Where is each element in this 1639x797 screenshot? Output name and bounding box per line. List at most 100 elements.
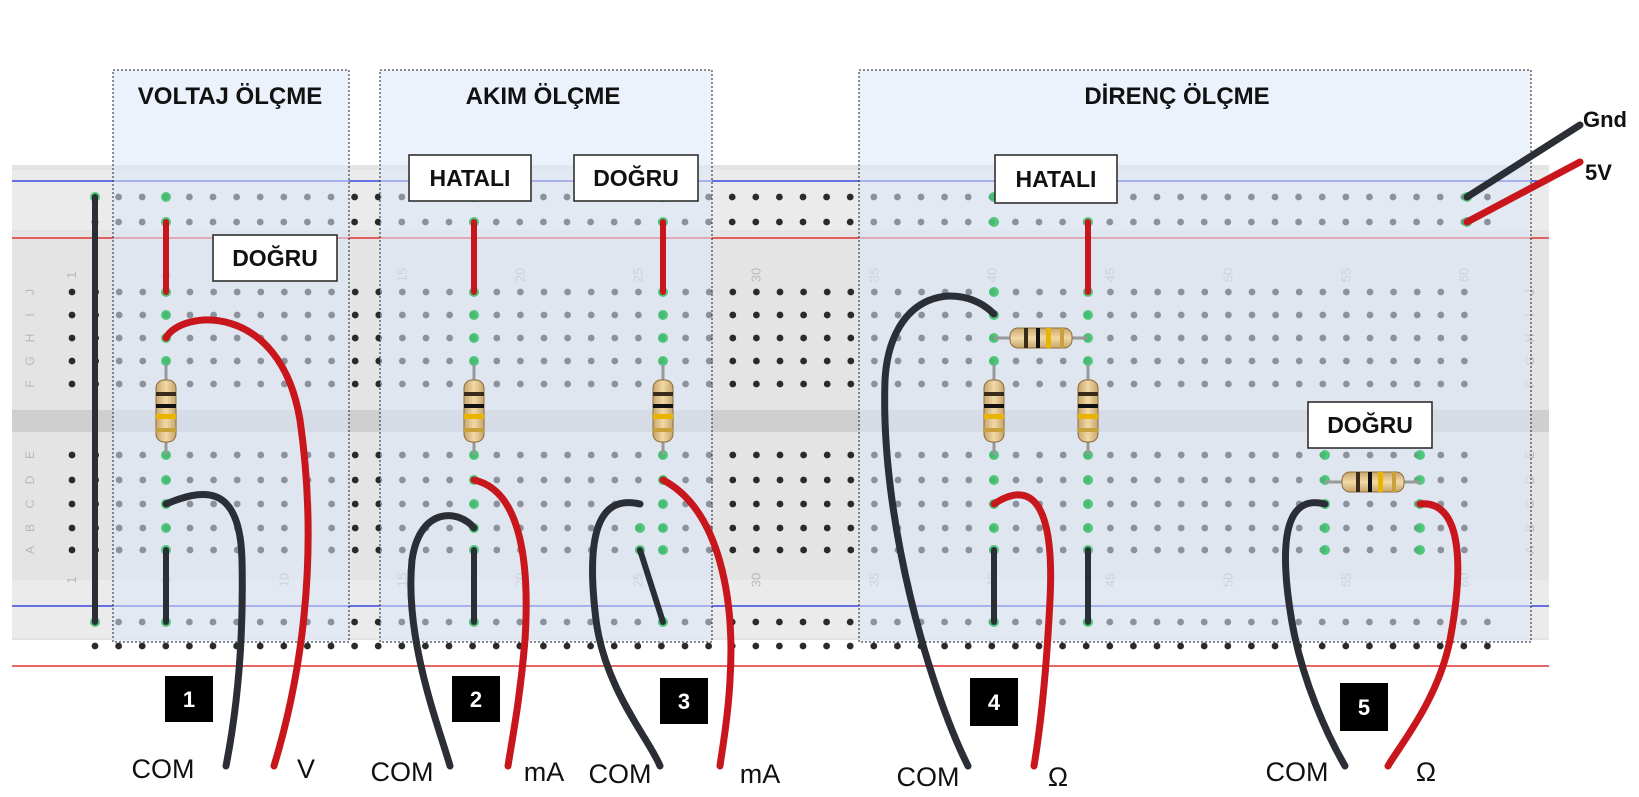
rail-hole xyxy=(776,642,783,650)
resistor-4a xyxy=(983,365,1005,455)
hole xyxy=(753,451,760,459)
section-voltage-title: VOLTAJ ÖLÇME xyxy=(138,83,322,110)
rail-hole xyxy=(327,642,335,650)
resistor-5-horizontal xyxy=(1325,471,1420,493)
rail-hole xyxy=(469,642,476,650)
hole xyxy=(729,311,737,319)
connected-hole xyxy=(1320,523,1330,533)
hole xyxy=(351,500,359,508)
rail-hole xyxy=(91,642,99,650)
hole xyxy=(753,357,760,365)
hole xyxy=(753,546,760,554)
probe-2-ma-label: mA xyxy=(524,757,565,787)
hole xyxy=(847,288,855,296)
rail-hole xyxy=(870,642,878,650)
hole xyxy=(68,546,76,554)
hole xyxy=(823,524,831,532)
hole xyxy=(823,311,831,319)
badge-1-text: 1 xyxy=(183,687,195,712)
section-resistance-title: DİRENÇ ÖLÇME xyxy=(1084,83,1269,110)
rail-hole xyxy=(1059,642,1066,650)
resistors xyxy=(155,327,1420,493)
rail-hole xyxy=(1153,642,1161,650)
row-letter: G xyxy=(23,356,37,365)
hole xyxy=(729,288,737,296)
rail-hole xyxy=(1224,642,1232,650)
badge-3-text: 3 xyxy=(678,689,690,714)
probe-5-ohm-label: Ω xyxy=(1416,757,1436,787)
badge-3 xyxy=(660,678,708,724)
connected-hole xyxy=(658,356,668,366)
badge-4-text: 4 xyxy=(988,690,1001,715)
hole xyxy=(823,500,831,508)
connected-hole xyxy=(161,475,171,485)
verdict-labels: DOĞRU HATALI DOĞRU HATALI DOĞRU xyxy=(212,154,1433,449)
hole xyxy=(847,546,855,554)
section-current-title: AKIM ÖLÇME xyxy=(466,83,621,110)
hole xyxy=(351,546,359,554)
rail-hole xyxy=(752,642,760,650)
connected-hole xyxy=(658,333,668,343)
rail-hole xyxy=(351,218,358,226)
hole xyxy=(351,476,359,484)
vcc-label: 5V xyxy=(1585,160,1612,185)
connected-hole xyxy=(1083,499,1093,509)
supply-wire-red xyxy=(1463,158,1584,226)
probe-wire-red-2 xyxy=(470,476,530,770)
rail-hole xyxy=(256,642,264,650)
hole xyxy=(800,357,807,365)
hole xyxy=(753,380,760,388)
rail-hole xyxy=(351,193,358,201)
badge-2 xyxy=(452,676,500,722)
probe-wire-black-2 xyxy=(407,512,478,770)
hole xyxy=(729,380,737,388)
hole xyxy=(729,524,737,532)
rail-hole xyxy=(1082,642,1090,650)
hole xyxy=(776,380,784,388)
hole xyxy=(776,451,784,459)
jumper-wires xyxy=(92,194,1091,625)
rail-hole xyxy=(799,618,807,626)
hole xyxy=(823,451,831,459)
hole xyxy=(351,357,359,365)
badge-5-text: 5 xyxy=(1358,695,1370,720)
connected-hole xyxy=(161,192,171,202)
verdict-1: DOĞRU xyxy=(212,234,338,282)
probe-4-ohm-label: Ω xyxy=(1048,762,1068,792)
hole xyxy=(776,288,784,296)
verdict-2-text: HATALI xyxy=(430,165,511,191)
hole xyxy=(776,500,784,508)
verdict-3: DOĞRU xyxy=(573,154,699,202)
rail-hole xyxy=(799,218,807,226)
probe-wires xyxy=(162,121,1584,770)
hole xyxy=(753,334,760,342)
hole xyxy=(823,288,831,296)
hole xyxy=(823,476,831,484)
connected-hole xyxy=(635,523,645,533)
number-badges: 1 2 3 4 5 xyxy=(165,676,1388,731)
hole xyxy=(823,357,831,365)
rail-hole xyxy=(351,642,358,650)
connected-hole xyxy=(161,310,171,320)
hole xyxy=(800,500,807,508)
hole xyxy=(823,334,831,342)
row-letter: D xyxy=(23,475,37,484)
verdict-1-text: DOĞRU xyxy=(232,244,318,271)
rail-hole xyxy=(540,642,547,650)
hole xyxy=(68,451,76,459)
hole xyxy=(847,380,855,388)
jumper-black-3 xyxy=(637,547,666,625)
probe-wire-black-1 xyxy=(162,491,246,770)
connected-hole xyxy=(1083,475,1093,485)
connected-hole xyxy=(469,499,479,509)
hole xyxy=(847,334,855,342)
rail-hole xyxy=(1130,642,1137,650)
rail-hole xyxy=(799,193,807,201)
probe-wire-black-4 xyxy=(881,292,998,770)
rail-hole xyxy=(115,642,122,650)
verdict-2: HATALI xyxy=(408,154,532,202)
hole xyxy=(68,334,76,342)
hole xyxy=(847,500,855,508)
rail-hole xyxy=(1436,642,1444,650)
column-number: 30 xyxy=(748,268,763,282)
